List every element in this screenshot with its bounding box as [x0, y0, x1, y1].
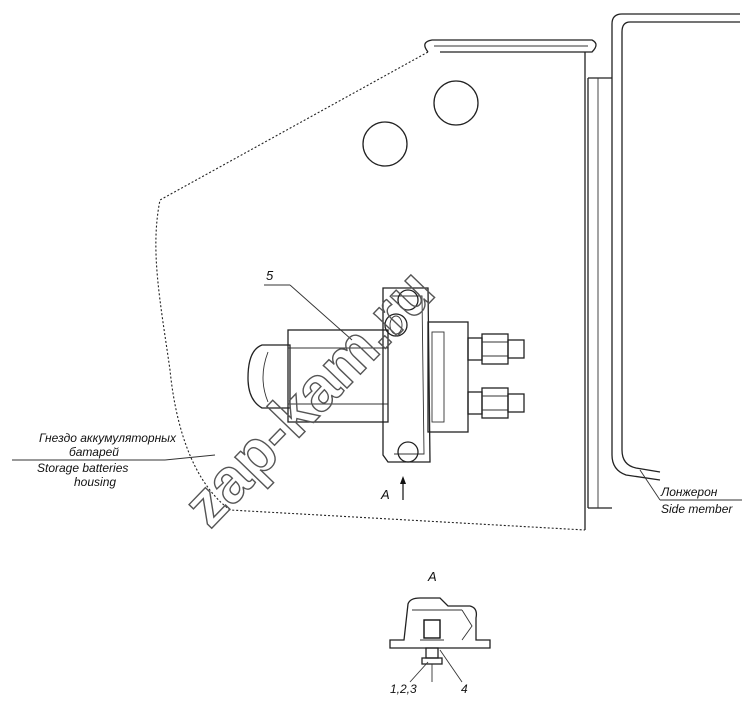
- hole-left: [362, 121, 408, 167]
- watermark: zap-kam.ru: [170, 256, 447, 539]
- terminal-bottom: [467, 387, 525, 419]
- side-member-en: Side member: [661, 502, 733, 516]
- battery-en-line1: Storage batteries: [37, 461, 128, 475]
- item-5-label: 5: [266, 268, 274, 283]
- items-123-label: 1,2,3: [390, 682, 417, 696]
- battery-switch: [247, 287, 525, 463]
- battery-en-line2: housing: [74, 475, 116, 489]
- battery-housing: [155, 39, 597, 531]
- side-member-label: Лонжерон Side member: [639, 469, 742, 516]
- item-4-label: 4: [461, 682, 468, 696]
- terminal-top: [467, 333, 525, 365]
- battery-ru-line1: Гнездо аккумуляторных: [39, 431, 177, 445]
- view-arrow-a: A: [380, 476, 406, 502]
- battery-ru-line2: батарей: [69, 445, 119, 459]
- side-member: [587, 13, 740, 509]
- view-arrow-label: A: [380, 487, 390, 502]
- hole-right: [433, 80, 479, 126]
- view-a-title: A: [427, 569, 437, 584]
- battery-housing-label: Гнездо аккумуляторных батарей Storage ba…: [12, 431, 216, 489]
- side-member-ru: Лонжерон: [660, 485, 718, 499]
- view-a-detail: A 1,2,3 4: [389, 569, 491, 696]
